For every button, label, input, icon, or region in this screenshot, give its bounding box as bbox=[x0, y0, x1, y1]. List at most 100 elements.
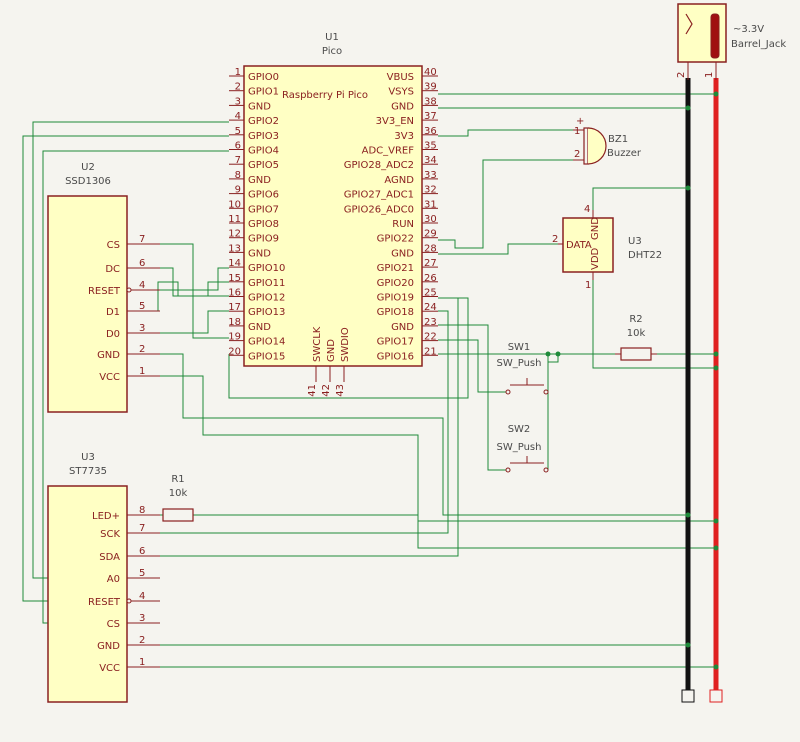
st7735-pin-name: SDA bbox=[99, 552, 120, 563]
buzzer-symbol[interactable]: + 1 2 BZ1 Buzzer bbox=[573, 116, 642, 165]
dht22-vdd-num: 1 bbox=[585, 280, 591, 291]
ssd1306-pin-num: 2 bbox=[139, 344, 145, 355]
ssd1306-pin-num: 1 bbox=[139, 366, 145, 377]
pico-pin-num: 4 bbox=[235, 111, 241, 122]
junction bbox=[713, 351, 719, 357]
pico-pin-num: 2 bbox=[235, 82, 241, 93]
r1-symbol[interactable]: R1 10k bbox=[162, 474, 194, 522]
sw1-symbol[interactable]: SW1 SW_Push bbox=[497, 342, 549, 395]
sw2-symbol[interactable]: SW2 SW_Push bbox=[497, 424, 549, 473]
st7735-ref: U3 bbox=[81, 452, 95, 463]
junction bbox=[685, 105, 691, 111]
junction bbox=[685, 512, 691, 518]
ssd1306-pin-name: RESET bbox=[88, 286, 121, 297]
buzzer-ref: BZ1 bbox=[608, 134, 628, 145]
pico-pin-name: GPIO27_ADC1 bbox=[344, 190, 414, 201]
pico-pin-name: GND bbox=[248, 248, 271, 259]
pico-pin-name: GPIO26_ADC0 bbox=[344, 204, 414, 215]
pico-pin-name: GPIO4 bbox=[248, 146, 279, 157]
dht22-symbol[interactable]: 2 DATA 4 GND 1 VDD U3 DHT22 bbox=[552, 204, 662, 291]
pico-pin-num: 30 bbox=[424, 214, 437, 225]
wire-dht-vdd bbox=[592, 272, 716, 369]
buzzer-value: Buzzer bbox=[607, 148, 642, 159]
r1-body bbox=[162, 508, 194, 522]
pico-pin-num: 20 bbox=[228, 346, 241, 357]
pico-pin-num: 15 bbox=[228, 273, 241, 284]
pico-pin-num: 18 bbox=[228, 317, 241, 328]
buzzer-pin2-num: 2 bbox=[574, 149, 580, 160]
st7735-pin-num: 5 bbox=[139, 568, 145, 579]
power-rails bbox=[681, 78, 723, 703]
st7735-body bbox=[47, 485, 128, 703]
pico-pin-name: GPIO16 bbox=[377, 351, 414, 362]
pico-pin-name: GND bbox=[391, 101, 414, 112]
r2-value: 10k bbox=[627, 328, 646, 339]
pico-pin-num: 22 bbox=[424, 332, 437, 343]
wire-gnd23-sw bbox=[438, 324, 508, 471]
pico-center-label: Raspberry Pi Pico bbox=[282, 90, 368, 101]
wire-gpio9-cs bbox=[128, 243, 229, 339]
ssd1306-pin-name: VCC bbox=[99, 372, 120, 383]
pico-pin-num: 40 bbox=[424, 67, 437, 78]
pico-pin-name: GND bbox=[391, 248, 414, 259]
barrel-jack-ref: ~3.3V bbox=[733, 24, 764, 35]
pico-pin-name: GND bbox=[248, 322, 271, 333]
ssd1306-pin-name: GND bbox=[97, 350, 120, 361]
wire-ssd-vcc bbox=[128, 375, 716, 549]
dht22-ref: U3 bbox=[628, 236, 642, 247]
pico-pin-name: AGND bbox=[384, 175, 414, 186]
pico-pin-name: GPIO20 bbox=[377, 278, 414, 289]
buzzer-dome bbox=[587, 127, 607, 165]
pico-pin-name: GPIO28_ADC2 bbox=[344, 160, 414, 171]
pico-pin-name: GPIO15 bbox=[248, 351, 285, 362]
r2-ref: R2 bbox=[629, 314, 642, 325]
pico-pin-name: GPIO10 bbox=[248, 263, 285, 274]
pico-pin-name: GPIO0 bbox=[248, 72, 279, 83]
pico-pin-name: 3V3 bbox=[394, 131, 414, 142]
pico-pin-name: GPIO22 bbox=[377, 234, 414, 245]
st7735-pin-num: 1 bbox=[139, 657, 145, 668]
sw1-contact-left bbox=[505, 389, 511, 395]
pico-pin-num: 25 bbox=[424, 288, 437, 299]
pico-pin-num: 28 bbox=[424, 243, 437, 254]
sw1-ref: SW1 bbox=[508, 342, 531, 353]
sw1-value: SW_Push bbox=[497, 358, 542, 369]
wire-gpio18-sda bbox=[128, 310, 449, 534]
ssd1306-pin-num: 3 bbox=[139, 323, 145, 334]
wire-gpio17-sw bbox=[438, 339, 508, 393]
pico-pin-num: 19 bbox=[228, 332, 241, 343]
barrel-jack-symbol[interactable]: 2 1 ~3.3V Barrel_Jack bbox=[676, 3, 786, 80]
r2-symbol[interactable]: R2 10k bbox=[615, 314, 657, 361]
junction bbox=[713, 545, 719, 551]
ssd1306-pin-num: 6 bbox=[139, 258, 145, 269]
pico-pin-name: GPIO5 bbox=[248, 160, 279, 171]
st7735-symbol[interactable]: U3 ST7735 8LED+7SCK6SDA5A04RESET3CS2GND1… bbox=[47, 452, 160, 703]
pico-pin-num: 9 bbox=[235, 185, 241, 196]
junction bbox=[685, 642, 691, 648]
pico-pin-num: 3 bbox=[235, 96, 241, 107]
dht22-value: DHT22 bbox=[628, 250, 662, 261]
dht22-gnd-name: GND bbox=[590, 217, 601, 240]
pico-pin-name: GPIO8 bbox=[248, 219, 279, 230]
pico-pin-name: GND bbox=[248, 175, 271, 186]
wire-3v3-buzzer bbox=[438, 129, 573, 137]
ssd1306-pin-name: CS bbox=[107, 240, 120, 251]
pico-ref: U1 bbox=[325, 32, 339, 43]
ssd1306-value: SSD1306 bbox=[65, 176, 111, 187]
vcc-rail-terminal bbox=[709, 689, 723, 703]
pico-pin-name: GPIO11 bbox=[248, 278, 285, 289]
pico-pin-num: 32 bbox=[424, 185, 437, 196]
pico-pin-name: GND bbox=[391, 322, 414, 333]
ssd1306-pin-name: DC bbox=[105, 264, 120, 275]
pico-pin-name: GPIO2 bbox=[248, 116, 279, 127]
barrel-jack-pin2-num: 2 bbox=[676, 72, 687, 78]
pico-value: Pico bbox=[322, 46, 342, 57]
st7735-pin-name: CS bbox=[107, 619, 120, 630]
